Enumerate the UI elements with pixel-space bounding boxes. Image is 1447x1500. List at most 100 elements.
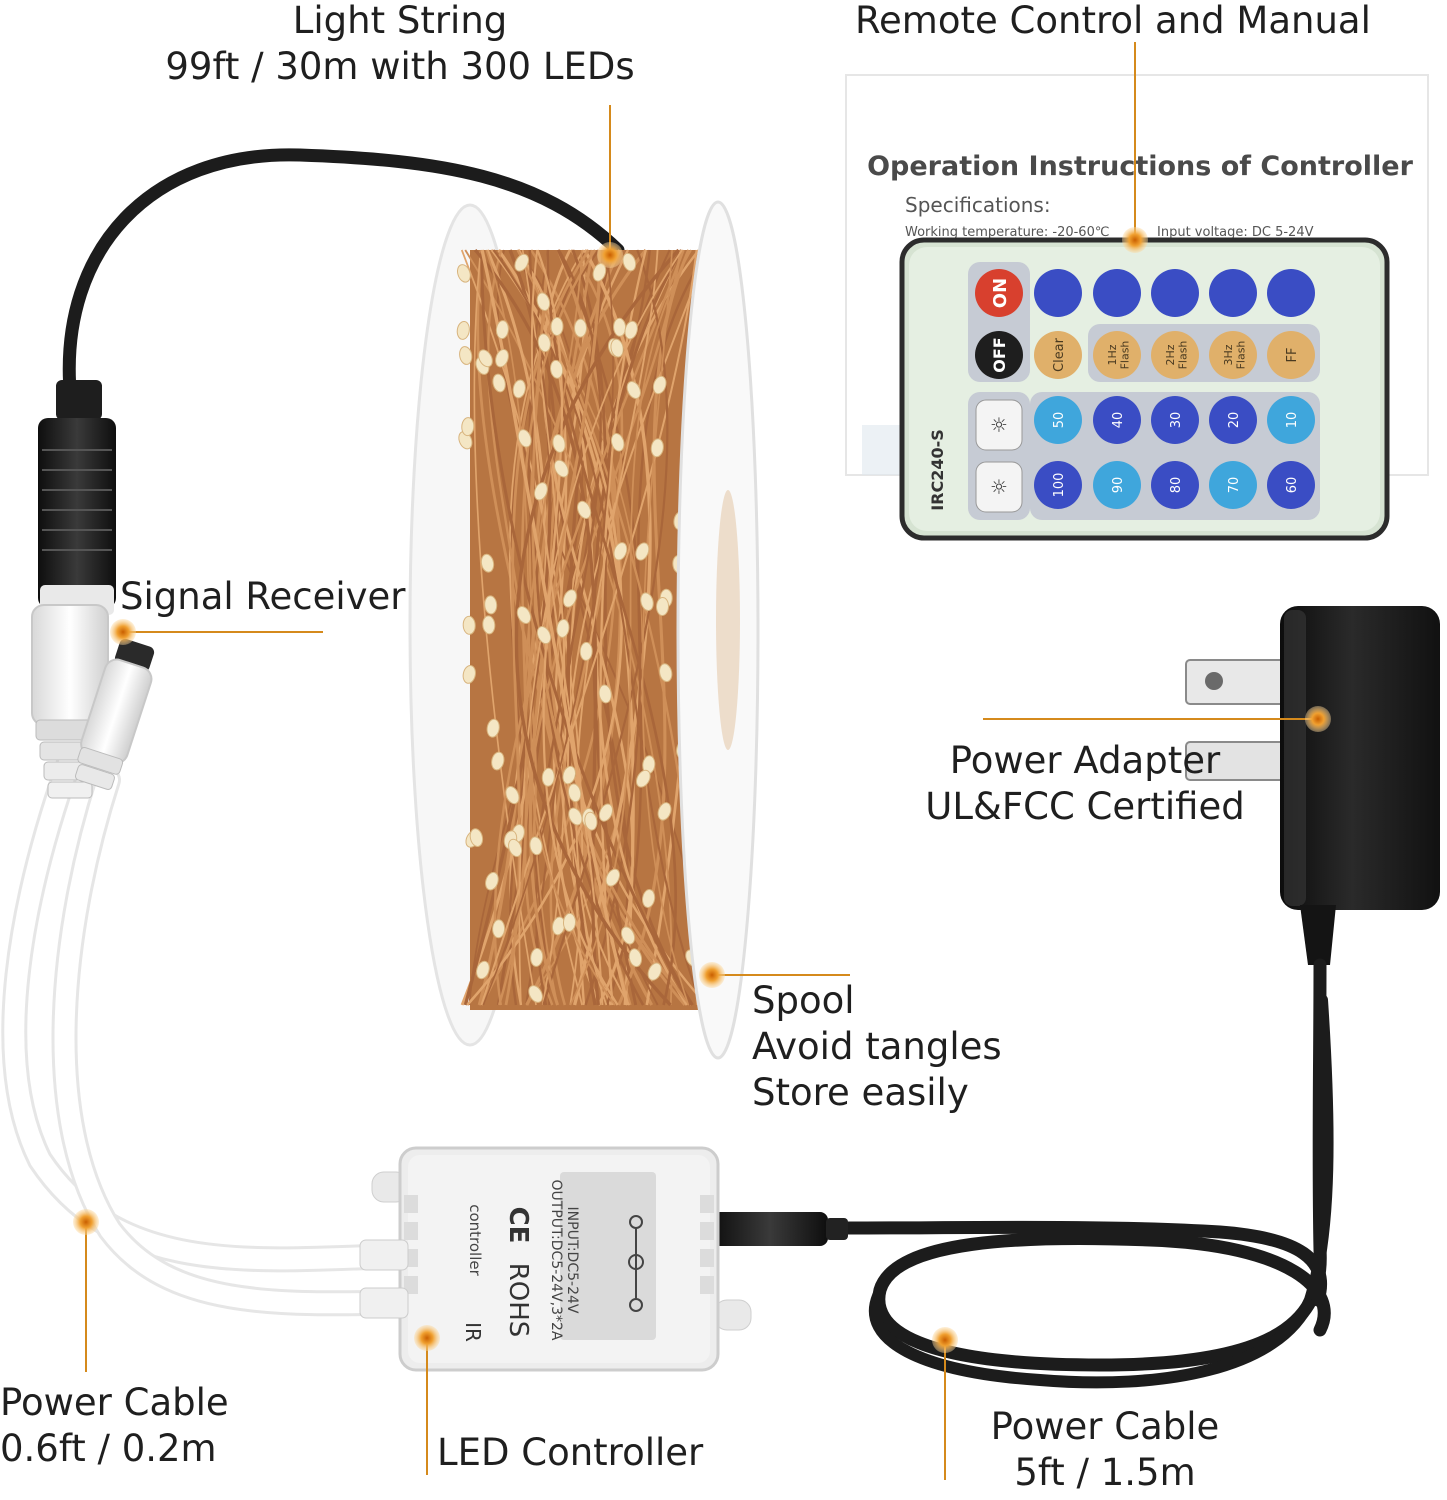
brightness-level-button[interactable]	[1151, 396, 1199, 444]
copper-wire	[536, 249, 619, 1006]
signal-receiver-title: Signal Receiver	[120, 575, 406, 618]
timer-button[interactable]	[1267, 269, 1315, 317]
polarity-icon	[628, 1215, 644, 1312]
led-bead	[647, 962, 662, 981]
callout-dot	[932, 1327, 958, 1353]
timer-button[interactable]	[1151, 269, 1199, 317]
led-bead	[485, 871, 499, 891]
led-bead	[492, 373, 506, 393]
callout-dot	[1305, 706, 1331, 732]
copper-wire	[641, 249, 690, 1006]
signal-receiver-probe	[74, 638, 155, 790]
timer-button[interactable]	[1093, 269, 1141, 317]
brightness-level-button[interactable]	[1209, 396, 1257, 444]
remote-off-label: OFF	[990, 337, 1009, 372]
callout-light-string: Light String 99ft / 30m with 300 LEDs	[140, 0, 660, 91]
brightness-level-button[interactable]	[1093, 461, 1141, 509]
mode-button[interactable]	[1267, 331, 1315, 379]
led-bead	[642, 889, 656, 908]
led-bead	[554, 459, 569, 478]
timer-button[interactable]	[1034, 269, 1082, 317]
led-bead	[491, 751, 505, 771]
power-adapter-cert: UL&FCC Certified	[925, 785, 1245, 829]
led-bead	[550, 317, 564, 336]
remote-button-label: 3HzFlash	[1222, 341, 1248, 370]
mode-button[interactable]	[1209, 331, 1257, 379]
led-bead	[486, 718, 500, 738]
led-bead	[528, 985, 543, 1003]
light-string-title: Light String	[292, 0, 508, 42]
brightness-level-button[interactable]	[1267, 396, 1315, 444]
remote-button-label: 70	[1227, 477, 1242, 494]
controller-output-text: OUTPUT:DC5-24V,3*2A	[548, 1180, 564, 1341]
copper-wire	[524, 249, 682, 1006]
copper-wire	[567, 249, 709, 1006]
callout-dot	[414, 1325, 440, 1351]
led-bead	[552, 434, 566, 453]
led-bead	[458, 431, 473, 450]
remote-button-label: 40	[1111, 412, 1126, 429]
led-bead	[568, 807, 583, 826]
black-dc-connector	[38, 380, 116, 615]
led-bead	[650, 438, 664, 458]
led-bead	[462, 665, 476, 684]
remote-button-label: 1HzFlash	[1106, 341, 1132, 370]
copper-wire	[460, 249, 549, 1006]
spool-title: Spool	[752, 979, 855, 1022]
brightness-level-button[interactable]	[1151, 461, 1199, 509]
brightness-level-button[interactable]	[1093, 396, 1141, 444]
copper-wire	[599, 249, 647, 1006]
power-adapter-title: Power Adapter	[949, 739, 1221, 782]
power-adapter	[1185, 606, 1440, 965]
sun-icon: ☼	[990, 475, 1008, 499]
controller-brand-text: controller	[466, 1204, 484, 1276]
brightness-down-button[interactable]	[975, 461, 1023, 513]
manual-spec-voltage: Input voltage: DC 5-24V	[1157, 225, 1314, 240]
callout-dot	[1122, 227, 1148, 253]
mode-button[interactable]	[1093, 331, 1141, 379]
remote-off-button[interactable]	[975, 331, 1023, 379]
led-bead	[492, 919, 506, 939]
led-bead	[536, 626, 552, 645]
led-bead	[461, 417, 475, 437]
callout-remote: Remote Control and Manual	[855, 0, 1371, 44]
brightness-up-button[interactable]	[975, 399, 1023, 451]
led-bead	[462, 615, 476, 635]
spool-feature-2: Store easily	[752, 1070, 969, 1114]
brightness-level-button[interactable]	[1034, 396, 1082, 444]
brightness-level-button[interactable]	[1209, 461, 1257, 509]
led-bead	[635, 769, 651, 788]
manual-title: Operation Instructions of Controller	[867, 151, 1414, 182]
spool-feature-1: Avoid tangles	[752, 1024, 1002, 1068]
copper-wire	[542, 249, 669, 1006]
ir-mark: IR	[461, 1322, 485, 1342]
remote-button-label: 60	[1285, 477, 1300, 494]
led-bead	[622, 252, 637, 272]
controller-input-text: INPUT:DC5-24V	[564, 1207, 580, 1314]
led-bead	[514, 253, 530, 272]
brightness-level-button[interactable]	[1267, 461, 1315, 509]
mode-button[interactable]	[1151, 331, 1199, 379]
led-bead	[505, 786, 520, 805]
adapter-prong-top	[1185, 659, 1297, 705]
callout-power-cable-short: Power Cable 0.6ft / 0.2m	[0, 1380, 229, 1473]
led-bead	[537, 333, 551, 353]
led-bead	[508, 838, 523, 858]
led-bead	[598, 684, 612, 704]
copper-wire	[575, 249, 659, 1006]
led-bead	[541, 767, 555, 787]
led-bead	[476, 960, 490, 980]
remote-button-label: 100	[1052, 473, 1067, 498]
remote-on-button[interactable]	[975, 269, 1023, 317]
power-cable-long-title: Power Cable	[990, 1405, 1220, 1448]
copper-wire	[571, 249, 694, 1006]
timer-button[interactable]	[1209, 269, 1257, 317]
led-bead	[529, 836, 543, 856]
led-bead	[512, 379, 526, 399]
lead-cable	[62, 148, 625, 397]
brightness-level-button[interactable]	[1034, 461, 1082, 509]
mode-button[interactable]	[1034, 331, 1082, 379]
led-bead	[533, 482, 548, 501]
led-bead	[567, 783, 582, 803]
led-bead	[579, 641, 593, 661]
